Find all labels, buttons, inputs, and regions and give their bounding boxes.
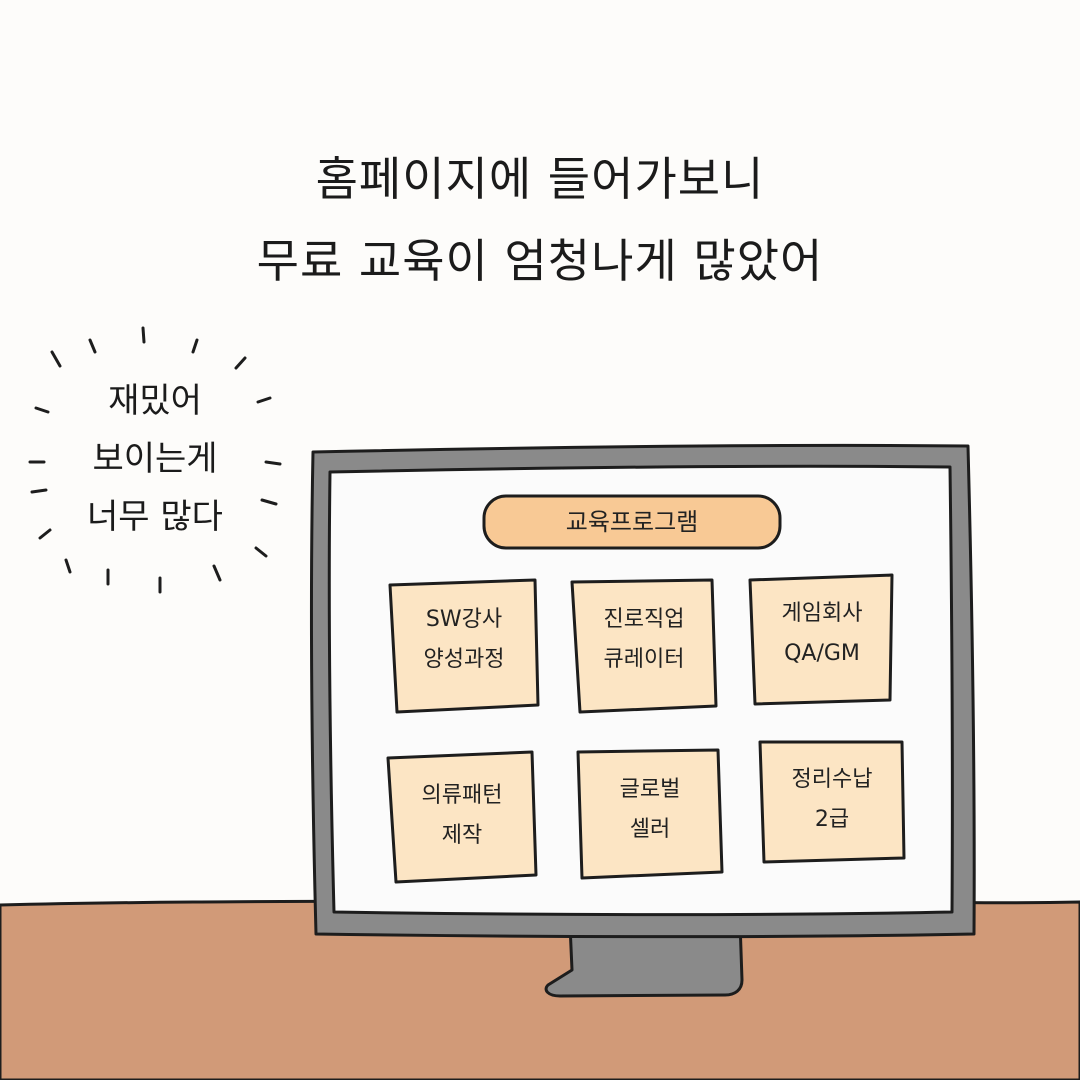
exclamation-line-3: 너무 많다 — [87, 497, 223, 537]
card-line: SW강사 — [425, 607, 503, 632]
caption-line-1: 홈페이지에 들어가보니 — [315, 152, 765, 206]
header-pill — [482, 494, 782, 550]
card-line: 2급 — [814, 807, 850, 832]
card-frame-3 — [748, 573, 894, 706]
card-frame-6 — [758, 740, 906, 864]
caption-line-2: 무료 교육이 엄청나게 많았어 — [256, 234, 824, 288]
card-frame-4 — [386, 750, 538, 884]
card-line: 글로벌 — [619, 777, 681, 802]
exclamation-line-1: 재밌어 — [108, 381, 202, 421]
card-line: 진로직업 — [603, 607, 685, 632]
card-clothing-pattern[interactable]: 의류패턴 제작 — [390, 776, 534, 856]
monitor-stand — [544, 920, 744, 998]
card-organizing[interactable]: 정리수납 2급 — [762, 760, 902, 840]
card-frame-5 — [576, 748, 724, 880]
exclamation-line-2: 보이는게 — [92, 439, 218, 479]
program-header: 교육프로그램 — [565, 508, 699, 536]
card-line: 제작 — [441, 823, 483, 848]
exclamation-text: 재밌어 보이는게 너무 많다 — [40, 372, 270, 546]
card-line: 의류패턴 — [421, 783, 503, 808]
card-frame-1 — [388, 578, 540, 714]
card-line: 양성과정 — [423, 647, 505, 672]
card-career-curator[interactable]: 진로직업 큐레이터 — [574, 600, 714, 680]
card-line: 큐레이터 — [603, 647, 685, 672]
caption: 홈페이지에 들어가보니 무료 교육이 엄청나게 많았어 — [0, 138, 1080, 302]
card-line: QA/GM — [784, 641, 860, 666]
card-line: 게임회사 — [781, 601, 863, 626]
card-frame-2 — [570, 578, 718, 714]
card-sw-instructor[interactable]: SW강사 양성과정 — [392, 600, 536, 680]
card-global-seller[interactable]: 글로벌 셀러 — [580, 770, 720, 850]
card-line: 셀러 — [629, 817, 671, 842]
emphasis-burst — [28, 326, 282, 594]
card-game-qa[interactable]: 게임회사 QA/GM — [752, 594, 892, 674]
card-line: 정리수납 — [791, 767, 873, 792]
